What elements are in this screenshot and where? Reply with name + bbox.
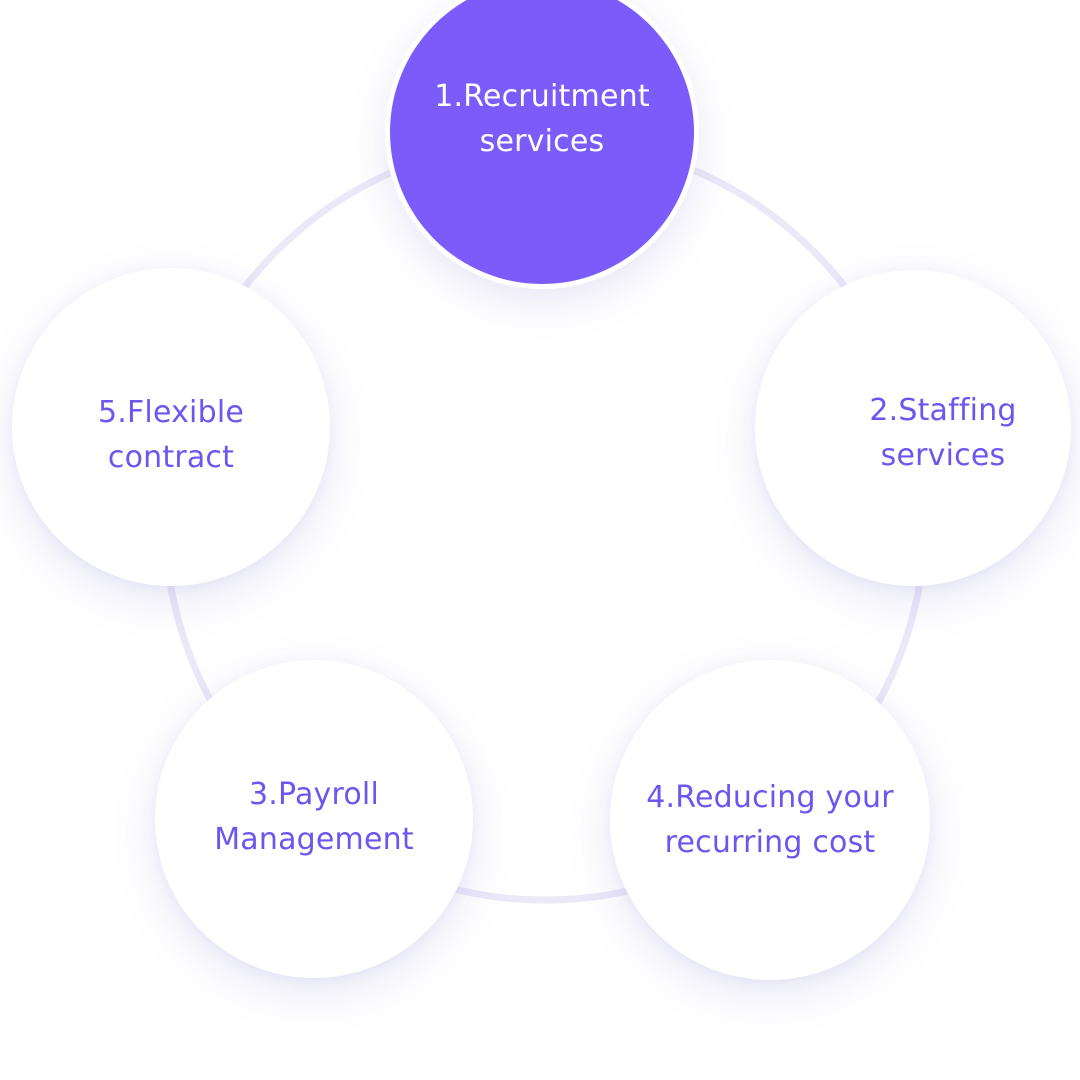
node-label-line1: 4.Reducing your	[646, 780, 894, 815]
node-reducing-recurring-cost: 4.Reducing your recurring cost	[610, 660, 930, 980]
node-label-line1: 3.Payroll	[248, 777, 379, 812]
node-flexible-contract: 5.Flexible contract	[12, 268, 330, 586]
node-label: 1.Recruitment services	[390, 74, 694, 164]
node-label-line2: services	[880, 438, 1006, 473]
node-label: 4.Reducing your recurring cost	[610, 775, 930, 865]
node-label: 2.Staffing services	[815, 388, 1071, 478]
node-label-line2: Management	[214, 822, 414, 857]
node-label-line1: 2.Staffing	[869, 393, 1017, 428]
node-label-line2: contract	[107, 440, 235, 475]
node-label: 5.Flexible contract	[12, 390, 330, 480]
node-label-line1: 5.Flexible	[97, 395, 245, 430]
node-recruitment-services: 1.Recruitment services	[390, 0, 694, 284]
node-label-line2: recurring cost	[664, 825, 876, 860]
node-staffing-services: 2.Staffing services	[755, 270, 1071, 586]
node-payroll-management: 3.Payroll Management	[155, 660, 473, 978]
node-label-line2: services	[479, 124, 605, 159]
node-label: 3.Payroll Management	[155, 772, 473, 862]
node-label-line1: 1.Recruitment	[434, 79, 650, 114]
